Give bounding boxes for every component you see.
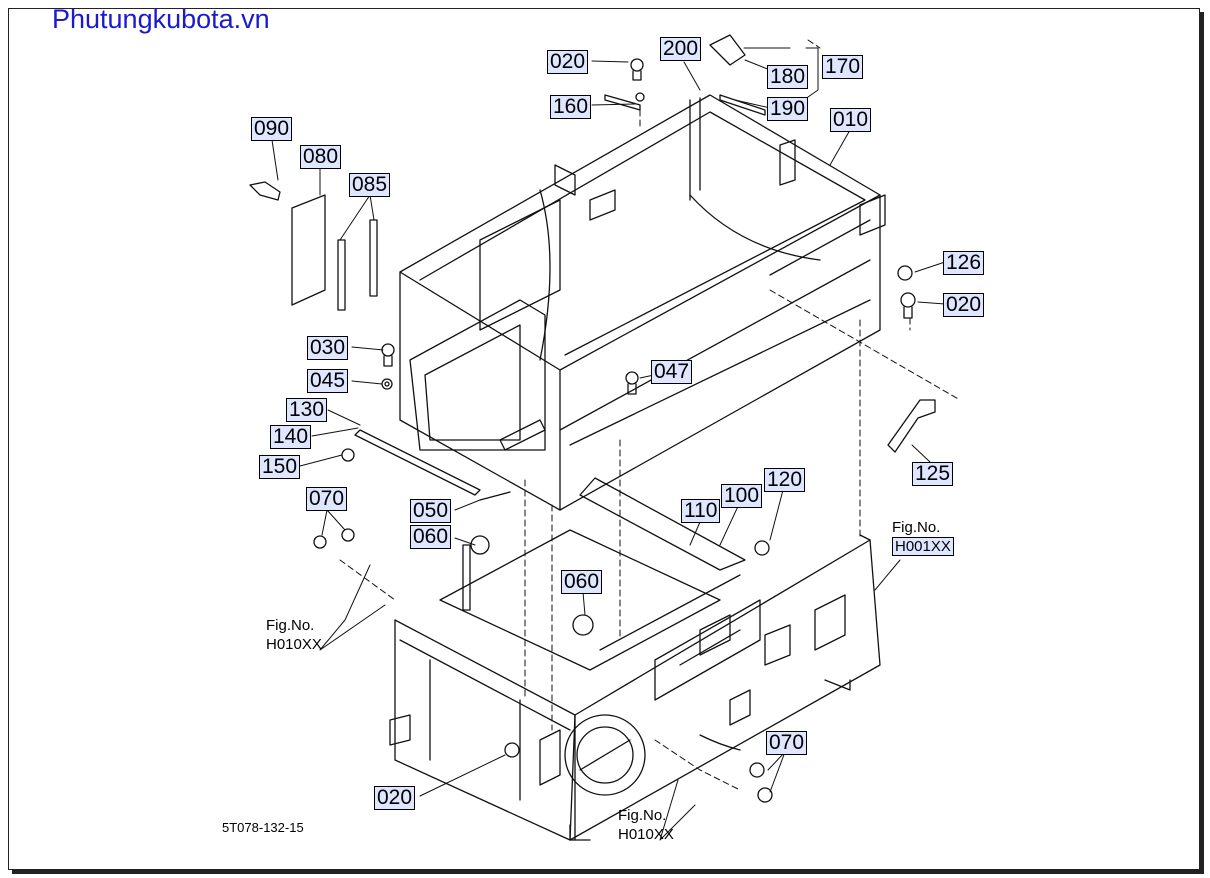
- figure-ref-h001xx[interactable]: Fig.No. H001XX: [892, 518, 954, 556]
- figure-ref-h010xx-bottom[interactable]: Fig.No. H010XX: [618, 806, 674, 844]
- part-label-110[interactable]: 110: [681, 499, 721, 523]
- diagram-frame: [8, 8, 1200, 870]
- hidden-lines: [339, 39, 961, 791]
- part-label-190[interactable]: 190: [767, 97, 809, 121]
- leader-lines: [271, 47, 946, 841]
- figure-ref-prefix: Fig.No.: [618, 807, 667, 824]
- small-hardware: [249, 58, 916, 803]
- part-label-020-bottom[interactable]: 020: [374, 786, 416, 810]
- part-label-126[interactable]: 126: [943, 251, 985, 275]
- part-label-060-center[interactable]: 060: [561, 570, 603, 594]
- part-label-180[interactable]: 180: [767, 65, 809, 89]
- part-label-020-right[interactable]: 020: [943, 293, 985, 317]
- figure-ref-h010xx-left[interactable]: Fig.No. H010XX: [266, 616, 322, 654]
- site-brand[interactable]: Phutungkubota.vn: [52, 4, 270, 34]
- part-label-070-left[interactable]: 070: [306, 487, 348, 511]
- part-label-100[interactable]: 100: [721, 484, 763, 508]
- part-label-060-left[interactable]: 060: [410, 525, 452, 549]
- frame-shadow-right: [1200, 12, 1204, 872]
- part-label-150[interactable]: 150: [259, 455, 301, 479]
- lower-frame: [389, 529, 881, 841]
- drawing-code: 5T078-132-15: [222, 820, 304, 835]
- part-label-090[interactable]: 090: [251, 117, 293, 141]
- part-label-020-top[interactable]: 020: [547, 50, 589, 74]
- part-label-160[interactable]: 160: [550, 95, 592, 119]
- part-label-050[interactable]: 050: [410, 499, 452, 523]
- part-label-130[interactable]: 130: [286, 398, 328, 422]
- part-label-120[interactable]: 120: [764, 468, 806, 492]
- part-label-125[interactable]: 125: [912, 462, 954, 486]
- part-label-030[interactable]: 030: [307, 336, 349, 360]
- figure-ref-prefix: Fig.No.: [892, 519, 941, 536]
- part-label-140[interactable]: 140: [270, 425, 312, 449]
- part-label-080[interactable]: 080: [300, 145, 342, 169]
- frame-shadow-bottom: [12, 870, 1204, 874]
- upper-frame: [399, 94, 886, 511]
- figure-ref-prefix: Fig.No.: [266, 617, 315, 634]
- part-label-170[interactable]: 170: [822, 55, 864, 79]
- part-label-047[interactable]: 047: [651, 360, 693, 384]
- part-label-070-right[interactable]: 070: [766, 731, 808, 755]
- part-label-200[interactable]: 200: [660, 37, 702, 61]
- figure-ref-code: H010XX: [618, 826, 674, 843]
- part-label-045[interactable]: 045: [307, 369, 349, 393]
- part-label-010[interactable]: 010: [830, 108, 872, 132]
- part-label-085[interactable]: 085: [349, 173, 391, 197]
- figure-ref-code: H001XX: [892, 537, 954, 556]
- figure-ref-code: H010XX: [266, 636, 322, 653]
